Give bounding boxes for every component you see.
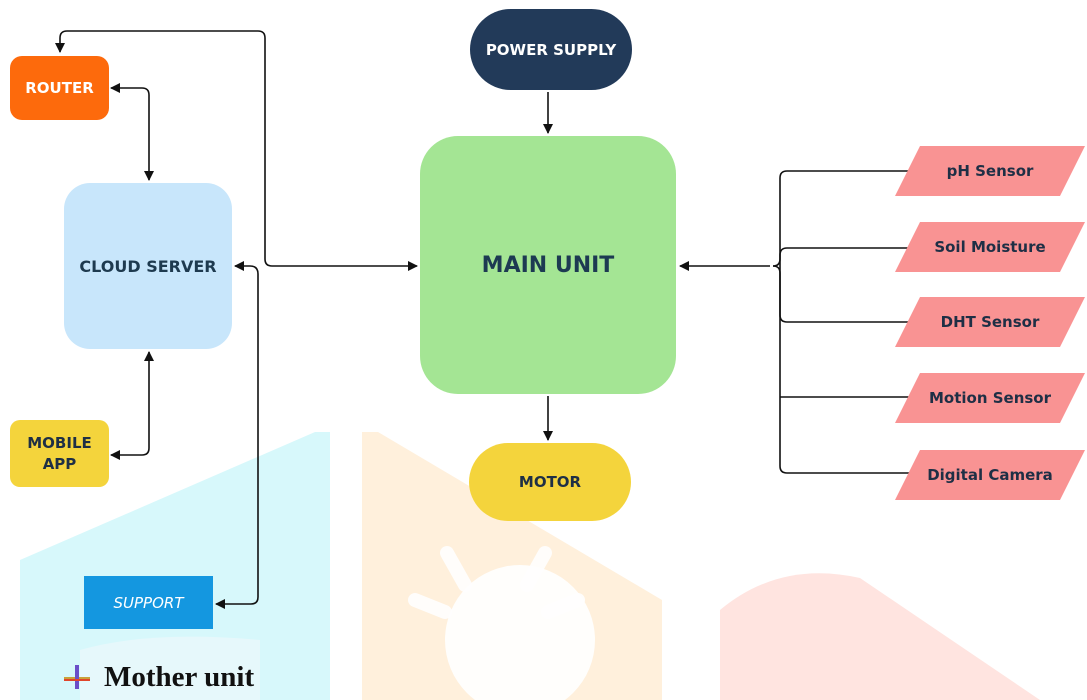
- sensor-motion-label: Motion Sensor: [928, 389, 1052, 407]
- sensor-digital-camera: Digital Camera: [895, 450, 1085, 500]
- motor-node: MOTOR: [469, 443, 631, 521]
- cloud-server-node: CLOUD SERVER: [64, 183, 232, 349]
- bullet-icon: [64, 663, 90, 689]
- caption-text: Mother unit: [104, 661, 255, 693]
- sensor-soil-moisture-shape: [895, 222, 1085, 272]
- sensor-ph-shape: [895, 146, 1085, 196]
- router-label: ROUTER: [25, 79, 94, 97]
- sensor-dht-label: DHT Sensor: [940, 313, 1040, 331]
- sensor-soil-moisture-label: Soil Moisture: [934, 238, 1046, 256]
- support-label: SUPPORT: [113, 593, 184, 612]
- sensor-motion: Motion Sensor: [895, 373, 1085, 423]
- sensor-ph: pH Sensor: [895, 146, 1085, 196]
- motor-label: MOTOR: [518, 473, 582, 491]
- mobile-app-node: MOBILE APP: [10, 420, 109, 487]
- sensor-ph-label: pH Sensor: [946, 162, 1034, 180]
- mobile-app-label-line1: MOBILE: [27, 433, 92, 452]
- router-node: ROUTER: [10, 56, 109, 120]
- sensor-digital-camera-label: Digital Camera: [927, 466, 1053, 484]
- sensor-motion-shape: [895, 373, 1085, 423]
- main-unit-node: MAIN UNIT: [420, 136, 676, 394]
- main-unit-label: MAIN UNIT: [481, 252, 615, 278]
- caption-heading: Mother unit: [64, 661, 254, 694]
- sensor-soil-moisture: Soil Moisture: [895, 222, 1085, 272]
- sensor-dht-shape: [895, 297, 1085, 347]
- cloud-server-label: CLOUD SERVER: [79, 256, 217, 276]
- power-supply-label: POWER SUPPLY: [485, 40, 617, 59]
- power-supply-node: POWER SUPPLY: [470, 9, 632, 90]
- support-node: SUPPORT: [84, 576, 213, 629]
- mobile-app-label-line2: APP: [42, 454, 77, 473]
- sensor-digital-camera-shape: [895, 450, 1085, 500]
- sensor-dht: DHT Sensor: [895, 297, 1085, 347]
